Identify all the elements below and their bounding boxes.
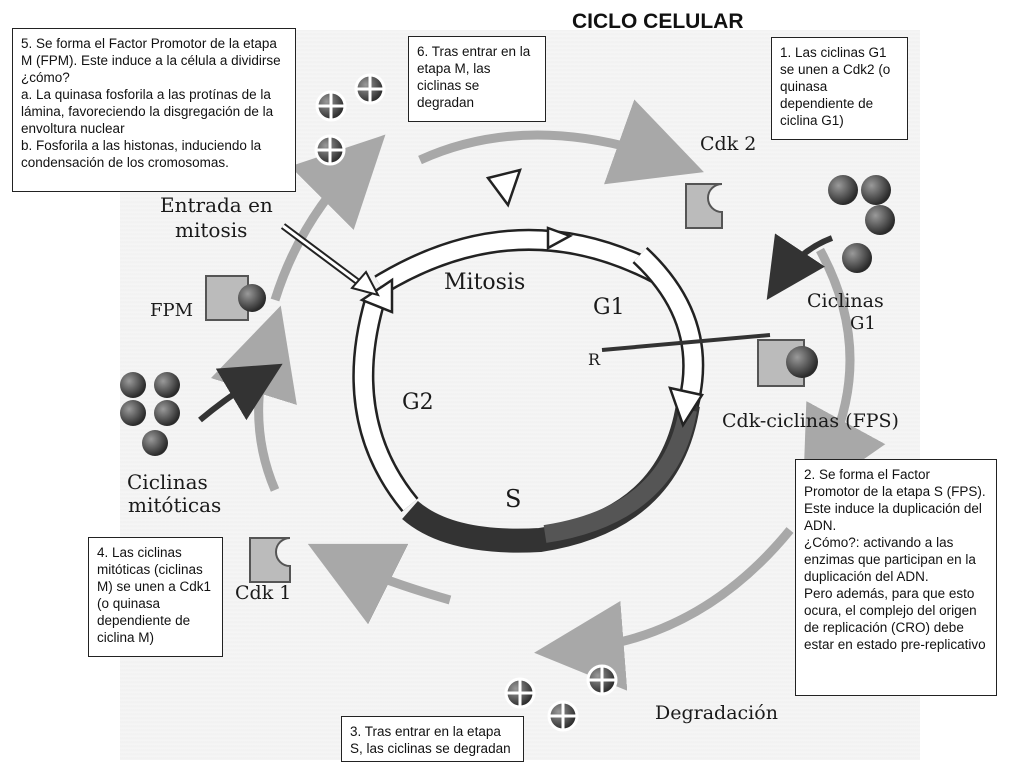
restriction-line [601,333,771,352]
cdk2-shape [685,183,723,229]
note-mitosis-degrade: 6. Tras entrar en la etapa M, las ciclin… [408,36,546,122]
inner-arrowheads [359,168,705,428]
arrow-bottom-left [307,543,452,625]
cyclins-g1-balls [828,175,895,273]
label-entrada: Entrada en [160,193,273,217]
label-degradacion: Degradación [655,702,778,724]
phase-mitosis: Mitosis [444,270,526,295]
cyclins-m-balls [120,372,180,456]
phase-s: S [505,485,522,513]
note-g1-cyclins: 1. Las ciclinas G1 se unen a Cdk2 (o qui… [771,37,908,140]
arrowhead-mitosis-g1 [546,226,574,251]
fps-complex [757,339,818,387]
label-ciclinas-g1-2: G1 [850,313,876,334]
fpm-complex [205,275,266,321]
note-fps: 2. Se forma el Factor Promotor de la eta… [795,459,997,696]
entry-arrow [280,223,380,297]
restriction-point-label: R [588,350,601,369]
label-cdk2: Cdk 2 [700,133,757,155]
arrowhead-top [485,168,522,208]
label-ciclinas-g1-1: Ciclinas [807,290,884,312]
arrow-top [418,99,704,185]
label-cdk-ciclinas: Cdk-ciclinas (FPS) [722,410,899,432]
note-fps-line2: ¿Cómo?: activando a las enzimas que part… [804,535,976,584]
label-ciclinas-mitoticas-1: Ciclinas [127,470,208,494]
note-fpm-line2: a. La quinasa fosforila a las protínas d… [21,87,274,136]
degraded-cyclins-bottom [504,664,618,732]
arrowhead-g2 [359,277,394,314]
note-fps-line3: Pero además, para que esto ocura, el com… [804,586,986,652]
inner-cycle [352,228,705,553]
label-ciclinas-mitoticas-2: mitóticas [128,493,222,517]
cyclin-g1-binding-arrow [766,233,834,300]
arc-s-phase [402,402,700,553]
arrow-right [802,247,886,502]
label-mitosis-word: mitosis [175,218,248,242]
outer-cycle-arrows [210,99,886,691]
page-title: CICLO CELULAR [572,10,744,33]
cdk1-shape [249,537,291,583]
arrowhead-g1 [668,386,705,428]
label-cdk1: Cdk 1 [235,582,292,604]
note-fps-line1: 2. Se forma el Factor Promotor de la eta… [804,467,986,533]
note-m-cyclins: 4. Las ciclinas mitóticas (ciclinas M) s… [88,537,223,657]
cyclin-m-binding-arrow [198,363,283,423]
arrow-left-lower [210,305,297,492]
arrow-left-upper [270,134,386,302]
note-fpm: 5. Se forma el Factor Promotor de la eta… [12,28,296,192]
label-fpm: FPM [150,300,194,321]
arrow-bottom-right [534,527,794,691]
note-fpm-line3: b. Fosforila a las histonas, induciendo … [21,138,262,170]
degraded-cyclins-top [314,73,386,166]
note-s-degrade: 3. Tras entrar en la etapa S, las ciclin… [341,716,524,762]
phase-g2: G2 [402,390,434,415]
note-fpm-line1: 5. Se forma el Factor Promotor de la eta… [21,36,281,85]
phase-g1: G1 [593,295,625,320]
